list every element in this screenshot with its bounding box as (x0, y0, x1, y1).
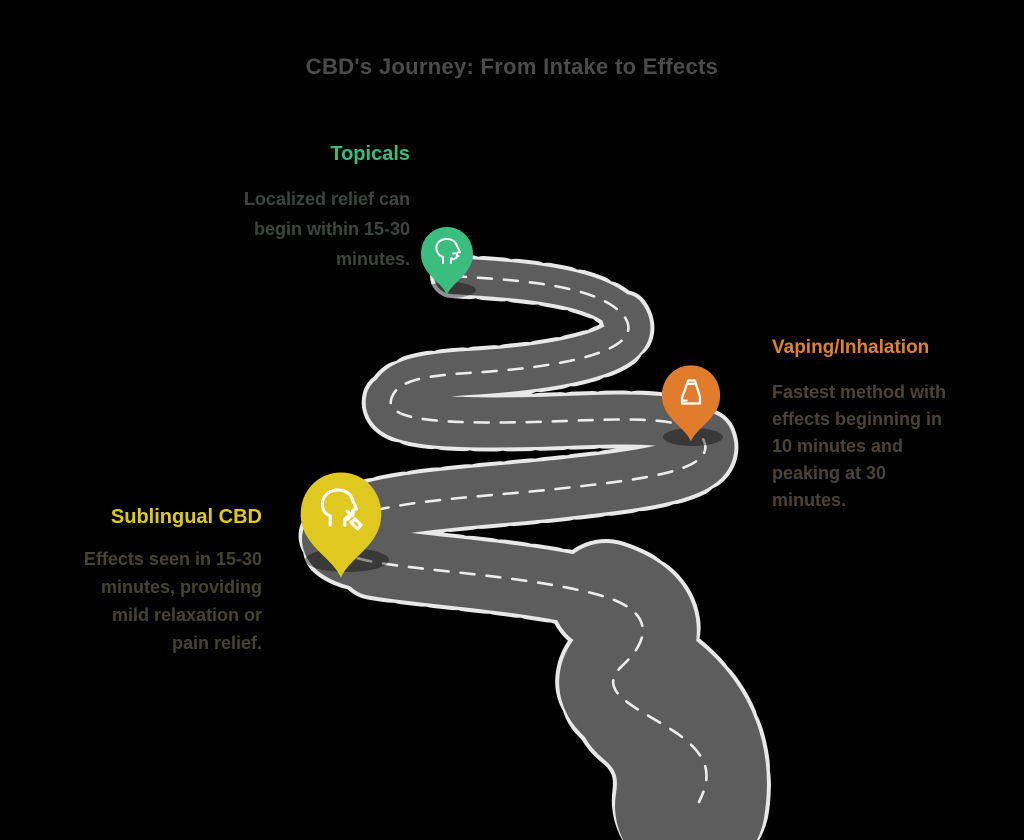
topicals-pin-shadow (424, 282, 476, 298)
milestone-sublingual: Sublingual CBD Effects seen in 15-30 min… (84, 506, 262, 657)
milestone-topicals: Topicals Localized relief can begin with… (244, 143, 410, 274)
lane-divider-dashes (329, 274, 708, 804)
milestone-topicals-line: minutes. (335, 249, 410, 269)
topicals-map-pin (421, 227, 473, 295)
milestone-vaping: Vaping/Inhalation Fastest method with ef… (772, 337, 946, 514)
milestone-sublingual-line: pain relief. (171, 633, 262, 653)
topical-application-icon (435, 237, 461, 264)
milestone-sublingual-label: Sublingual CBD (110, 506, 262, 528)
milestone-sublingual-line: Effects seen in 15-30 (83, 549, 262, 569)
road-body (302, 258, 767, 840)
sublingual-pin-shape (300, 472, 382, 578)
milestone-topicals-line: Localized relief can (243, 189, 410, 209)
milestone-vaping-line: minutes. (772, 490, 847, 510)
milestone-topicals-line: begin within 15-30 (253, 219, 410, 239)
milestone-vaping-line: 10 minutes and (772, 436, 904, 456)
page-title: CBD's Journey: From Intake to Effects (305, 54, 719, 79)
inhaler-icon (680, 379, 702, 405)
vaping-map-pin (661, 365, 721, 442)
dropper-under-tongue-icon (320, 488, 363, 531)
milestone-vaping-line: effects beginning in (772, 409, 943, 429)
milestone-vaping-label: Vaping/Inhalation (772, 337, 930, 358)
milestone-sublingual-line: minutes, providing (100, 577, 262, 597)
milestone-vaping-line: Fastest method with (772, 382, 947, 402)
milestone-vaping-line: peaking at 30 (772, 463, 887, 483)
milestone-sublingual-line: mild relaxation or (111, 605, 262, 625)
milestone-topicals-label: Topicals (330, 143, 410, 165)
sublingual-map-pin (300, 472, 382, 578)
topicals-pin-shape (421, 227, 473, 295)
